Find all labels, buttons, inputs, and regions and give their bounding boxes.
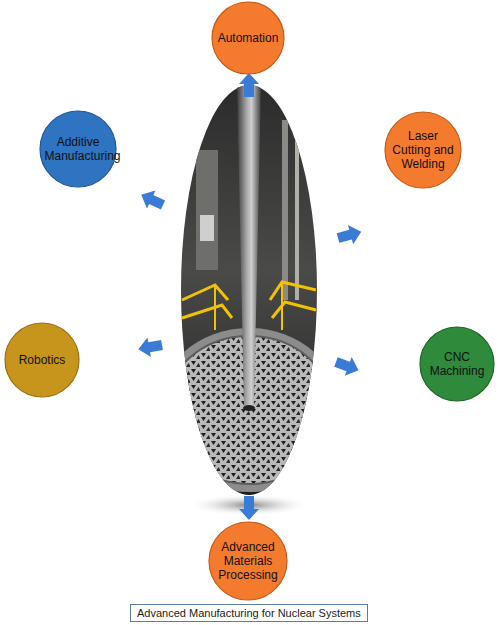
block-arrow [239, 496, 259, 520]
figure-caption: Advanced Manufacturing for Nuclear Syste… [130, 604, 368, 622]
node-label: Robotics [10, 353, 75, 367]
reactor-photo [157, 84, 341, 496]
text-holder: Automation [211, 1, 285, 75]
block-arrow [137, 186, 167, 214]
block-arrow [335, 222, 363, 248]
process-circle: Automation [211, 1, 285, 75]
railing-post [214, 285, 216, 330]
rod-end [243, 405, 255, 411]
process-circle: Additive Manufacturing [39, 110, 117, 188]
text-holder: Advanced Materials Processing [208, 521, 288, 601]
text-holder: CNC Machining [419, 326, 495, 402]
text-holder: Laser Cutting and Welding [384, 111, 462, 189]
process-circle: Robotics [4, 322, 80, 398]
circle-shape [40, 111, 116, 187]
yellow-railing [272, 302, 316, 318]
circle-shape [209, 522, 287, 600]
block-arrow [137, 335, 164, 359]
block-arrows [137, 73, 364, 520]
text-holder: Robotics [4, 322, 80, 398]
railing-post [281, 282, 283, 330]
process-circle: CNC Machining [419, 326, 495, 402]
node-label: Laser Cutting and Welding [390, 129, 457, 171]
circle-shape [5, 323, 79, 397]
wall-panel [196, 150, 218, 270]
support-column [295, 100, 299, 300]
block-arrow [333, 353, 362, 380]
process-circle: Laser Cutting and Welding [384, 111, 462, 189]
yellow-railing [182, 305, 232, 318]
node-label: CNC Machining [425, 350, 490, 378]
node-label: Automation [216, 31, 280, 45]
central-rod [237, 84, 261, 408]
node-label: Additive Manufacturing [45, 135, 112, 163]
yellow-railing [270, 282, 316, 300]
text-holder: Additive Manufacturing [39, 110, 117, 188]
support-column [282, 120, 288, 300]
equipment-box [200, 215, 214, 241]
yellow-railing [182, 285, 228, 300]
circle-shape [385, 112, 461, 188]
circle-shape [420, 327, 494, 401]
block-arrow [239, 73, 259, 97]
node-label: Advanced Materials Processing [214, 540, 283, 582]
circle-shape [212, 2, 284, 74]
process-circle: Advanced Materials Processing [208, 521, 288, 601]
